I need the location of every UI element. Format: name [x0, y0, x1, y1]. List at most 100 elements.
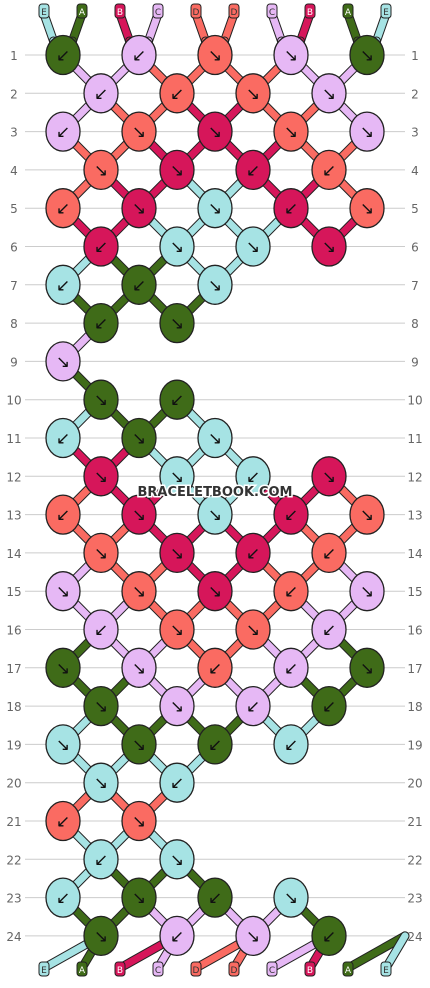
knot-arrow-icon: ↙	[246, 467, 260, 487]
string-letter-top: B	[304, 3, 316, 19]
svg-text:A: A	[79, 966, 86, 976]
knot: ↘	[273, 34, 309, 76]
row-label-left: 22	[6, 853, 21, 867]
knot-arrow-icon: ↘	[170, 467, 184, 487]
knot: ↙	[197, 647, 233, 688]
knot: ↘	[121, 417, 157, 459]
knot-arrow-icon: ↘	[170, 161, 184, 181]
row-label-right: 12	[407, 470, 422, 484]
row-label-right: 23	[407, 892, 422, 906]
knot: ↙	[45, 877, 81, 918]
knot: ↘	[83, 456, 119, 497]
row-label-left: 9	[10, 355, 18, 369]
svg-text:D: D	[231, 8, 238, 18]
svg-text:E: E	[41, 8, 47, 18]
knot-arrow-icon: ↘	[246, 621, 260, 641]
row-label-left: 16	[6, 624, 21, 638]
knot-arrow-icon: ↘	[132, 582, 146, 602]
row-label-left: 15	[6, 585, 21, 599]
knot: ↘	[83, 762, 119, 803]
knot-arrow-icon: ↙	[246, 161, 260, 181]
knot-arrow-icon: ↘	[170, 238, 184, 258]
svg-text:C: C	[269, 8, 275, 18]
row-label-right: 11	[407, 432, 422, 446]
knot: ↘	[121, 800, 157, 842]
row-label-left: 19	[6, 738, 21, 752]
knot-arrow-icon: ↘	[246, 927, 260, 947]
string-letter-top: C	[266, 3, 278, 19]
knot: ↘	[235, 609, 271, 650]
knot: ↘	[121, 111, 157, 152]
knot-arrow-icon: ↙	[94, 84, 108, 104]
knot: ↘	[45, 571, 81, 612]
row-label-right: 17	[407, 662, 422, 676]
row-label-left: 4	[10, 164, 18, 178]
knot: ↙	[311, 609, 347, 650]
knot-arrow-icon: ↘	[94, 161, 108, 181]
row-label-left: 14	[6, 547, 21, 561]
knot-grid: ↙↙↘↘↘↙↙↘↘↙↘↘↘↘↘↘↙↙↙↘↘↙↘↙↘↘↘↙↙↘↙↘↘↘↙↙↘↘↘↘…	[45, 34, 385, 957]
string-letter-top: A	[342, 3, 354, 19]
knot: ↙	[235, 685, 271, 727]
svg-text:D: D	[193, 8, 200, 18]
knot: ↘	[83, 149, 119, 191]
knot-arrow-icon: ↘	[132, 506, 146, 526]
knot: ↙	[273, 647, 309, 688]
row-label-right: 2	[411, 87, 419, 101]
row-label-right: 9	[411, 355, 419, 369]
string-letter-top: B	[114, 3, 126, 19]
svg-text:B: B	[117, 966, 123, 976]
string-letter-bottom: B	[304, 961, 316, 977]
row-label-left: 8	[10, 317, 18, 331]
knot: ↘	[235, 915, 271, 957]
knot-arrow-icon: ↙	[94, 850, 108, 870]
knot-arrow-icon: ↙	[56, 46, 70, 66]
knot: ↘	[45, 341, 81, 382]
knot: ↙	[83, 609, 119, 650]
row-label-left: 13	[6, 509, 21, 523]
svg-text:B: B	[307, 8, 313, 18]
row-label-left: 2	[10, 87, 18, 101]
row-label-right: 22	[407, 853, 422, 867]
knot: ↘	[159, 839, 195, 880]
string-letter-bottom: C	[266, 961, 278, 977]
knot-arrow-icon: ↘	[208, 429, 222, 449]
knot: ↘	[45, 724, 81, 765]
knot-arrow-icon: ↘	[170, 621, 184, 641]
knot: ↙	[83, 226, 119, 267]
string-letter-top: E	[380, 3, 392, 19]
string-letter-bottom: E	[380, 961, 392, 977]
knot: ↙	[45, 417, 81, 459]
knot-arrow-icon: ↙	[170, 391, 184, 411]
knot: ↙	[83, 302, 119, 344]
row-label-right: 20	[407, 777, 422, 791]
row-label-right: 15	[407, 585, 422, 599]
knot-arrow-icon: ↘	[246, 238, 260, 258]
knot: ↙	[273, 571, 309, 612]
knot: ↙	[197, 877, 233, 918]
knot-arrow-icon: ↙	[284, 582, 298, 602]
knot: ↙	[121, 264, 157, 305]
knot: ↘	[197, 111, 233, 152]
row-label-right: 13	[407, 509, 422, 523]
knot: ↙	[311, 149, 347, 191]
knot: ↙	[159, 915, 195, 957]
knot-arrow-icon: ↙	[170, 927, 184, 947]
knot: ↙	[83, 839, 119, 880]
knot: ↘	[121, 877, 157, 918]
knot-arrow-icon: ↙	[208, 659, 222, 679]
knot-arrow-icon: ↙	[322, 697, 336, 717]
knot-arrow-icon: ↘	[56, 659, 70, 679]
knot-arrow-icon: ↘	[322, 238, 336, 258]
svg-text:A: A	[79, 8, 86, 18]
knot: ↘	[311, 73, 347, 114]
knot: ↘	[121, 188, 157, 229]
knot-arrow-icon: ↙	[208, 735, 222, 755]
knot: ↙	[45, 800, 81, 842]
knot-arrow-icon: ↘	[208, 123, 222, 143]
knot: ↘	[311, 456, 347, 497]
